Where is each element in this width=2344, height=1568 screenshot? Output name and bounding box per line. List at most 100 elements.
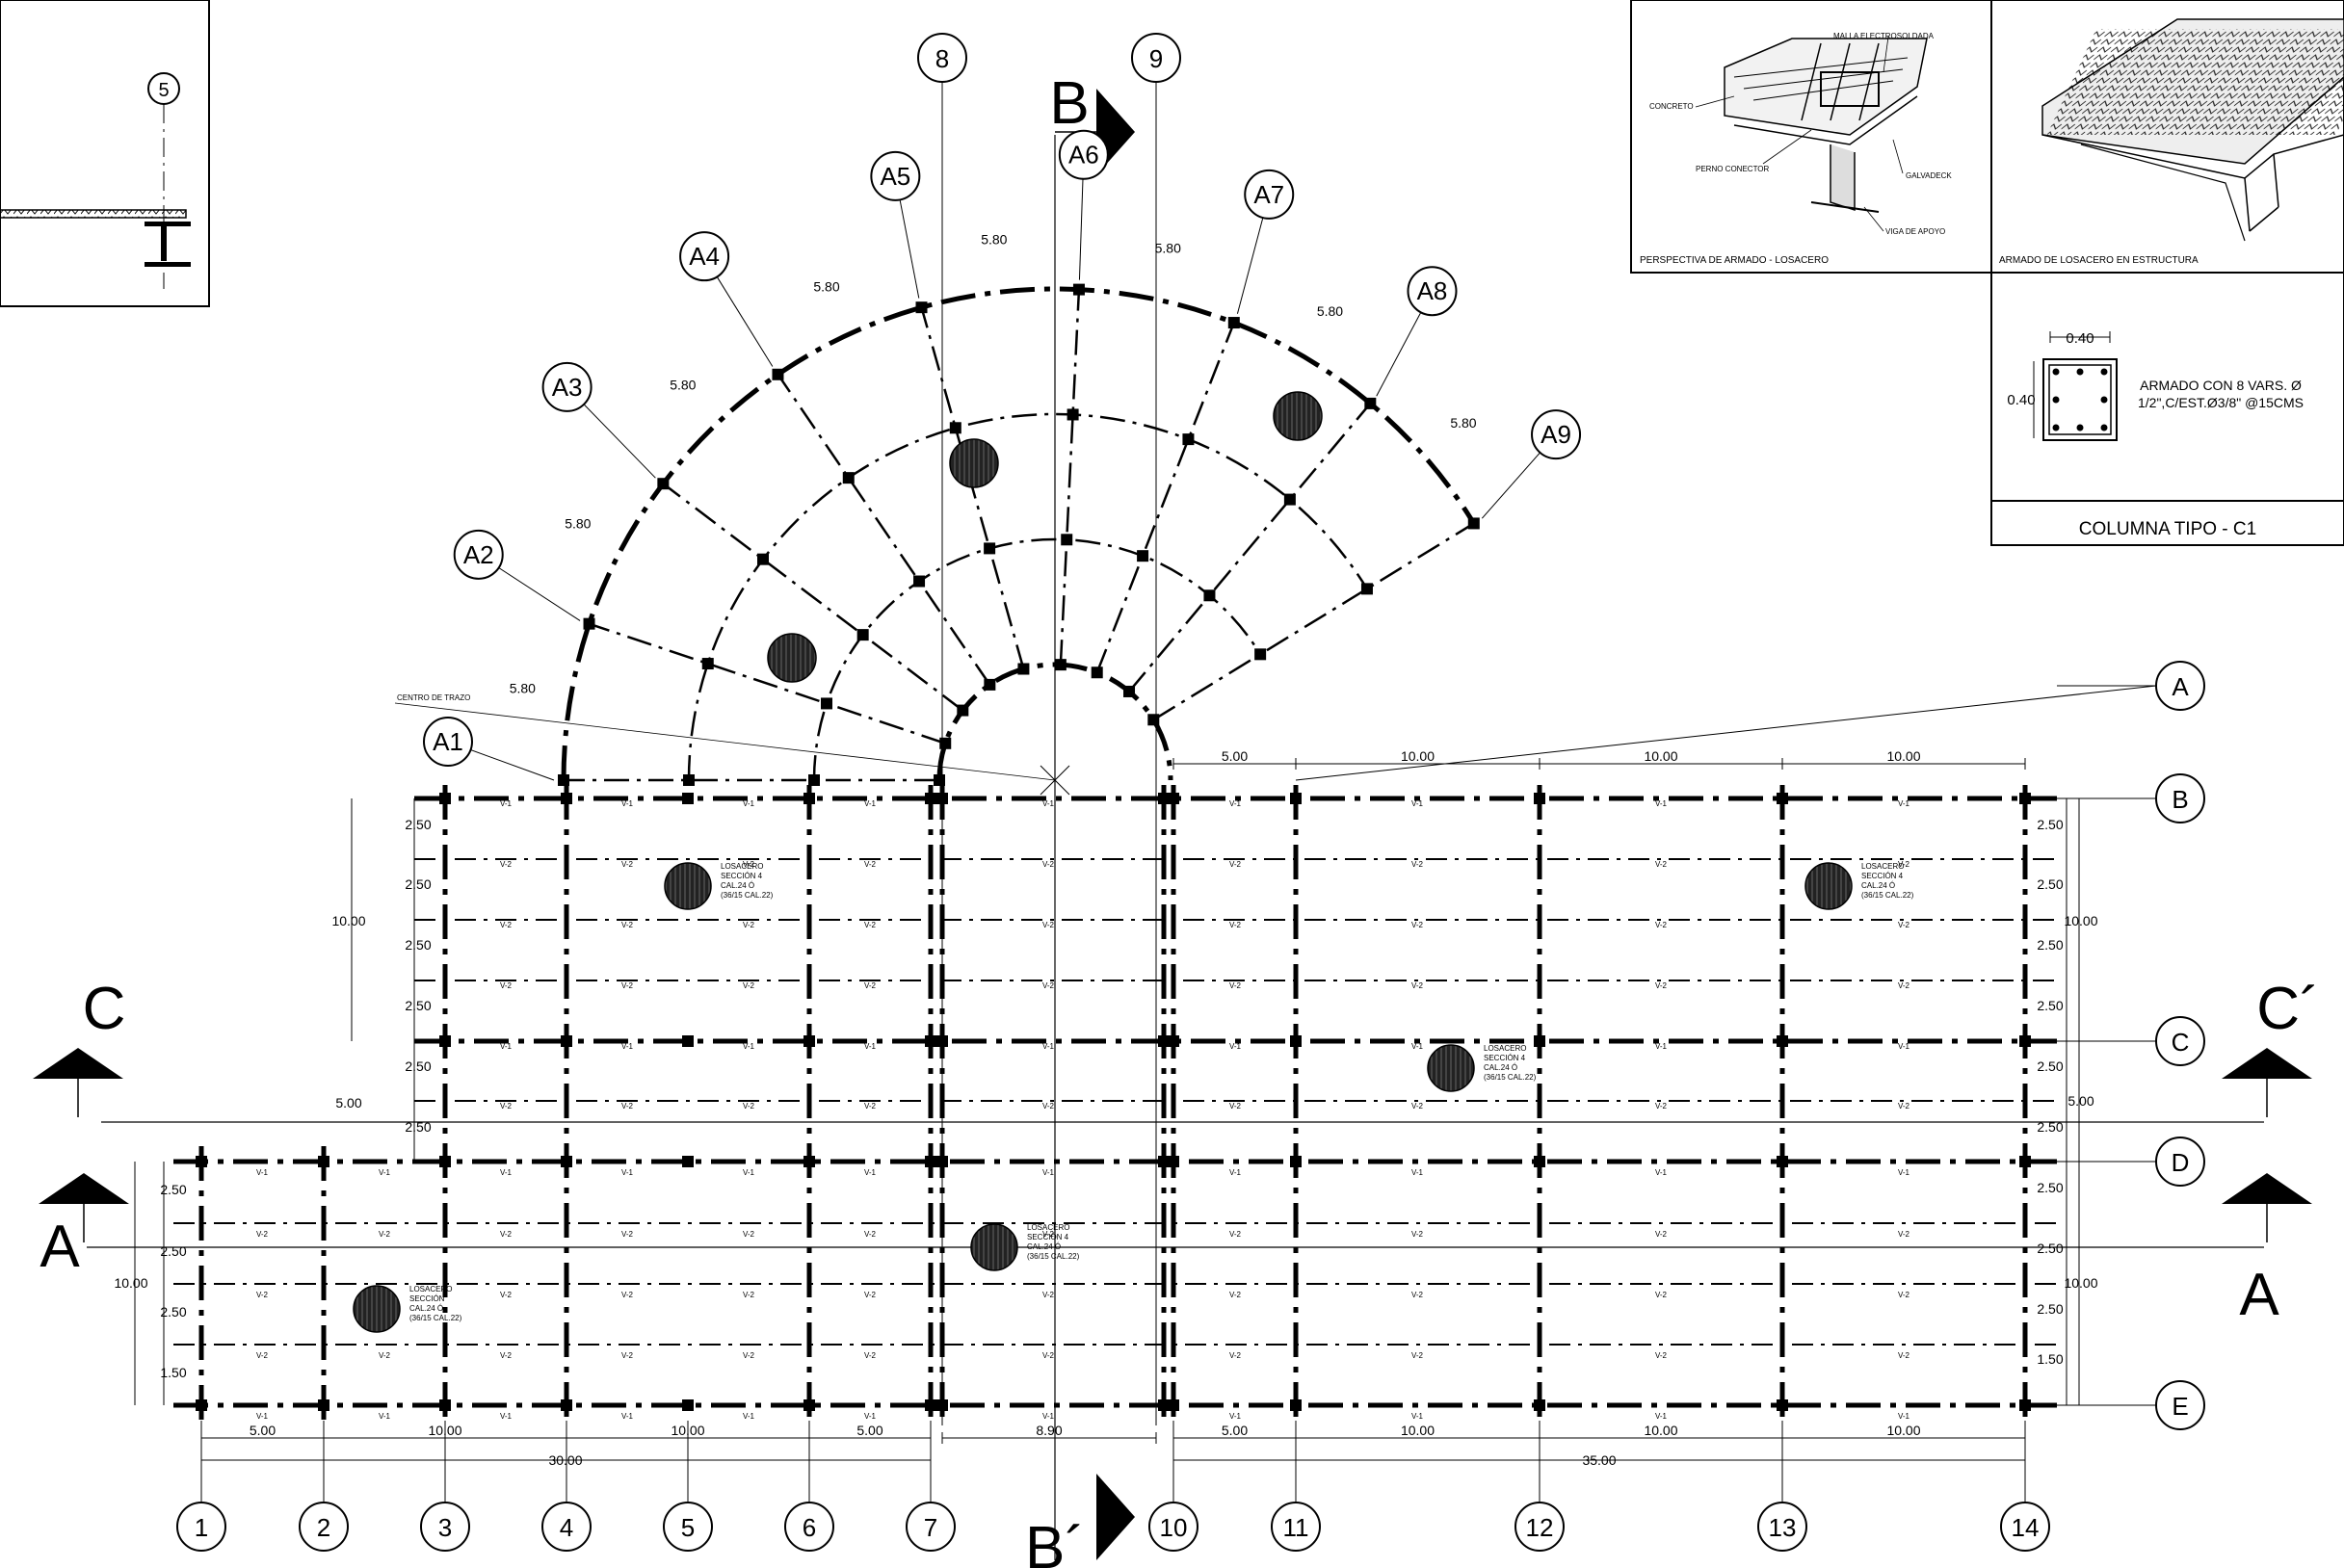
column-marker xyxy=(1290,1156,1302,1167)
dim-label: 10.00 xyxy=(1886,748,1920,764)
bubble-circle xyxy=(1514,1502,1565,1552)
detail-struct-title: ARMADO DE LOSACERO EN ESTRUCTURA xyxy=(1999,255,2199,266)
dim-label: 2.50 xyxy=(405,937,431,953)
column-marker xyxy=(318,1156,329,1167)
column-marker xyxy=(439,1035,451,1047)
column-marker xyxy=(1290,1399,1302,1411)
column-marker xyxy=(803,1035,815,1047)
beam-label: V-2 xyxy=(1042,1291,1055,1299)
column-marker xyxy=(757,553,770,565)
bubble-circle xyxy=(870,150,921,201)
column-marker xyxy=(984,542,996,555)
column-marker xyxy=(682,793,694,804)
dim-label: 2.50 xyxy=(2037,1058,2063,1074)
column-marker xyxy=(957,704,969,717)
column-marker xyxy=(683,774,695,786)
column-dim-height: 0.40 xyxy=(2007,392,2035,408)
beam-label: V-2 xyxy=(1898,981,1910,990)
beam-label: V-2 xyxy=(621,1351,634,1360)
radial-spoke xyxy=(1128,395,1378,693)
grid-bubble-label: 13 xyxy=(1769,1513,1797,1542)
column-marker xyxy=(1777,793,1788,804)
dim-label: 2.50 xyxy=(405,998,431,1013)
beam-label: V-2 xyxy=(1411,1102,1424,1111)
column-marker xyxy=(984,678,996,691)
column-marker xyxy=(1137,550,1149,562)
column-marker xyxy=(1158,1156,1170,1167)
beam-label: V-2 xyxy=(1655,1351,1668,1360)
beam-label: V-2 xyxy=(864,1291,877,1299)
radial-bubble-a1: A1 xyxy=(423,717,473,767)
radial-bubble-a2: A2 xyxy=(453,529,504,580)
beam-label: V-2 xyxy=(1898,1291,1910,1299)
dim-label: 10.00 xyxy=(2064,913,2097,928)
beam-label: V-2 xyxy=(1655,1291,1668,1299)
slab-hatch xyxy=(664,862,712,910)
dim-label: 5.00 xyxy=(1222,1423,1248,1438)
dim-label: 8.90 xyxy=(1036,1423,1062,1438)
beam-label: V-2 xyxy=(1229,1291,1242,1299)
column-marker xyxy=(936,1035,948,1047)
beam-label: V-1 xyxy=(1042,1042,1055,1051)
column-c1-section: 0.40 0.40 ARMADO CON 8 VARS. Ø 1/2",C/ES… xyxy=(2007,330,2304,539)
radial-wing xyxy=(447,154,1557,782)
column-marker xyxy=(1534,793,1545,804)
column-marker xyxy=(701,658,714,670)
beam-label: V-1 xyxy=(1042,1412,1055,1421)
section-a-right: A xyxy=(2239,1262,2279,1328)
bubble-circle xyxy=(1757,1502,1807,1552)
grid-bubble-B: B xyxy=(2155,773,2205,823)
label-concreto: CONCRETO xyxy=(1649,102,1694,111)
beam-label: V-1 xyxy=(379,1412,391,1421)
column-marker xyxy=(1158,793,1170,804)
beam-label: V-1 xyxy=(1898,1168,1910,1177)
column-marker xyxy=(561,793,572,804)
column-marker xyxy=(1290,793,1302,804)
grid-bubble-label: 14 xyxy=(2012,1513,2040,1542)
column-marker xyxy=(439,1399,451,1411)
column-marker xyxy=(657,478,670,490)
centro-mark xyxy=(1040,765,1070,796)
radial-spoke xyxy=(1059,279,1081,666)
bubble-circle xyxy=(917,33,967,83)
beam-label: V-1 xyxy=(621,1168,634,1177)
grid-bubble-label: 12 xyxy=(1526,1513,1554,1542)
beam-label: V-2 xyxy=(621,1102,634,1111)
radial-bubble-label: A9 xyxy=(1541,420,1571,449)
column-marker xyxy=(925,1035,936,1047)
bubble-circle xyxy=(1407,266,1458,317)
arc-dim-label: 5.80 xyxy=(670,377,696,392)
beam-label: V-1 xyxy=(864,799,877,808)
grid-bubble-4: 4 xyxy=(541,1502,592,1552)
beam-label: V-1 xyxy=(1655,1412,1668,1421)
column-marker xyxy=(936,1156,948,1167)
beam-label: V-1 xyxy=(1655,799,1668,808)
centro-label: CENTRO DE TRAZO xyxy=(397,693,470,702)
column-marker xyxy=(1168,1035,1179,1047)
column-marker xyxy=(808,774,820,786)
beam-label: V-1 xyxy=(864,1412,877,1421)
dim-label: 10.00 xyxy=(114,1275,147,1291)
detail-marker-label: 5 xyxy=(158,80,169,101)
column-marker xyxy=(1182,433,1195,446)
slab-note-line: CAL.24 Ó xyxy=(1861,881,1895,890)
column-marker xyxy=(842,472,855,484)
radial-bubble-label: A7 xyxy=(1253,180,1284,209)
column-marker xyxy=(1777,1399,1788,1411)
dim-label: 10.00 xyxy=(1401,1423,1435,1438)
dim-label: 1.50 xyxy=(160,1365,186,1380)
radial-spoke xyxy=(1152,517,1483,721)
section-arrow xyxy=(2222,1173,2312,1204)
beam-label: V-1 xyxy=(500,799,513,808)
radial-bubble-label: A4 xyxy=(689,242,720,271)
bubble-circle xyxy=(663,1502,713,1552)
grid-bubble-12: 12 xyxy=(1514,1502,1565,1552)
slab-note-line: SECCIÓN 4 xyxy=(721,872,763,880)
beam-label: V-2 xyxy=(1898,1351,1910,1360)
beam-label: V-2 xyxy=(1411,1351,1424,1360)
column-marker xyxy=(2019,793,2031,804)
arc-dim-label: 5.80 xyxy=(1155,240,1181,255)
column-marker xyxy=(856,629,869,641)
